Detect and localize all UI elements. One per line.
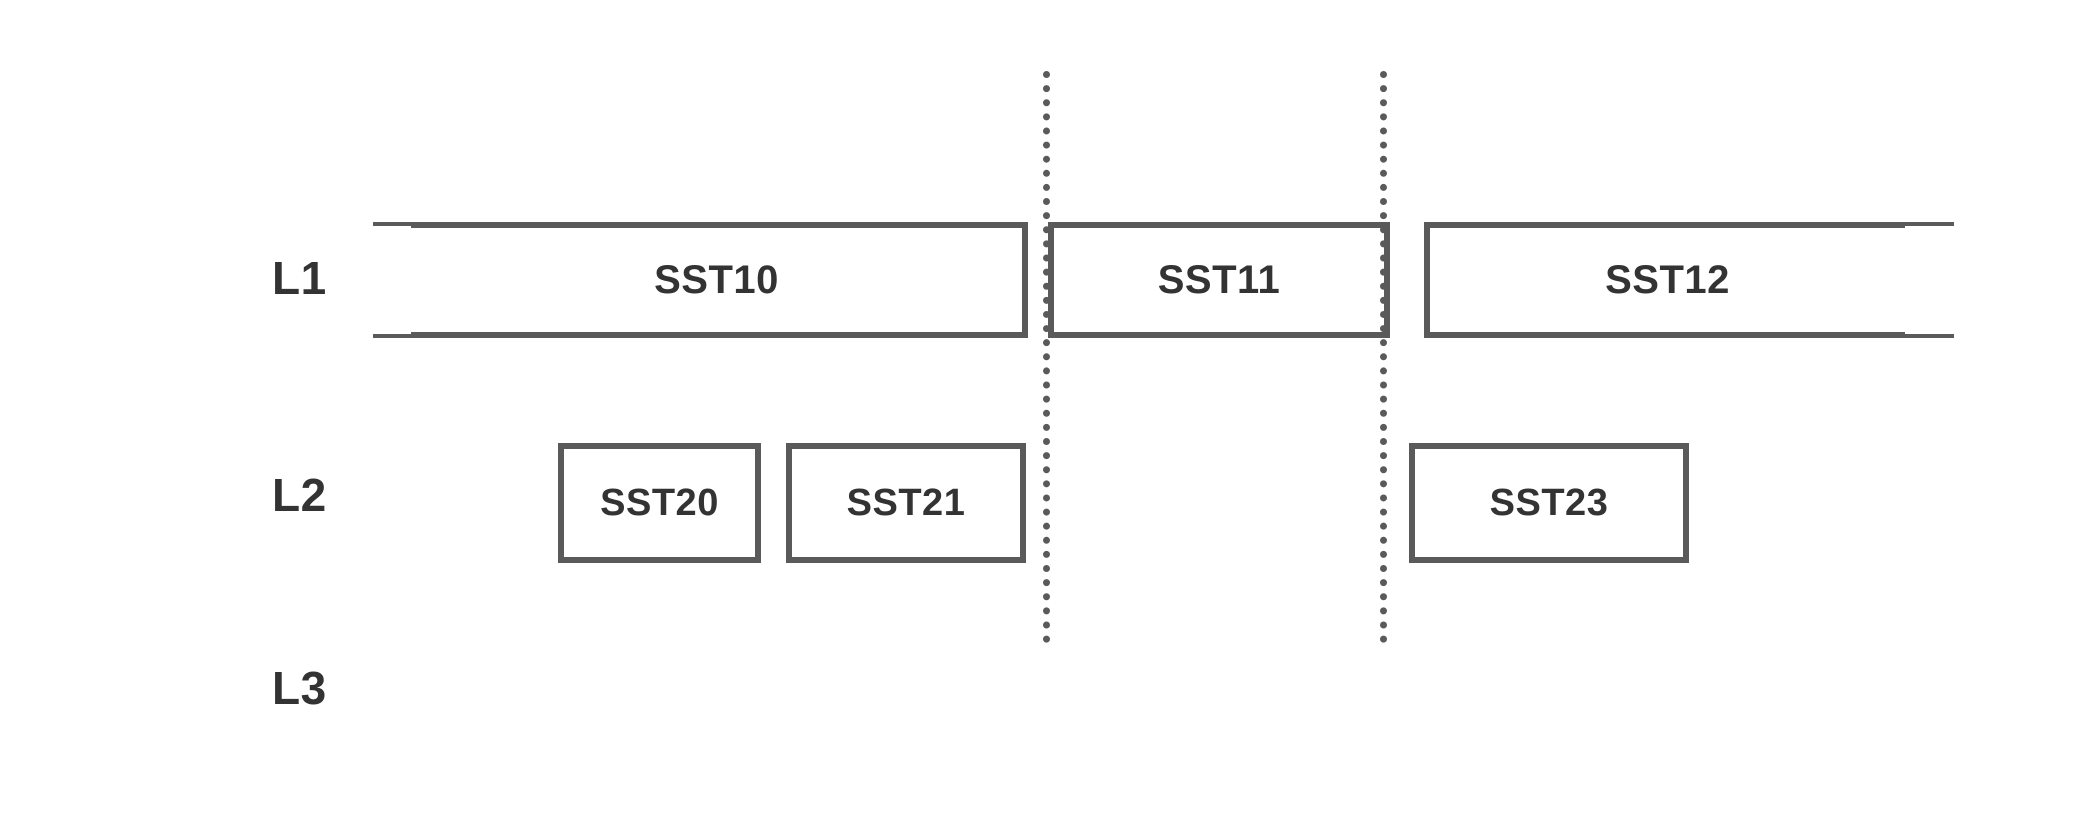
- time-separator-1: [1043, 71, 1050, 643]
- l2-box-label: SST20: [600, 481, 719, 524]
- row-label-l3: L3: [272, 662, 327, 714]
- l2-box-sst20[interactable]: SST20: [558, 443, 761, 563]
- l1-right-overhang-top-line: [1903, 222, 1954, 226]
- l1-right-overhang-bottom-line: [1903, 334, 1954, 338]
- l1-left-overhang-bottom-line: [373, 334, 415, 338]
- l1-segment-label: SST11: [1157, 257, 1281, 302]
- l1-segment-sst12[interactable]: SST12: [1424, 222, 1905, 338]
- l1-segment-label: SST10: [654, 257, 779, 302]
- row-label-l1: L1: [272, 252, 327, 304]
- l1-segment-sst11[interactable]: SST11: [1048, 222, 1390, 338]
- l2-box-sst23[interactable]: SST23: [1409, 443, 1689, 563]
- l1-segment-label: SST12: [1605, 257, 1730, 302]
- l2-box-label: SST21: [846, 481, 966, 524]
- l2-box-label: SST23: [1489, 481, 1609, 524]
- l1-segment-sst10[interactable]: SST10: [411, 222, 1028, 338]
- time-separator-2: [1380, 71, 1387, 643]
- l2-box-sst21[interactable]: SST21: [786, 443, 1026, 563]
- l1-left-overhang-top-line: [373, 222, 415, 226]
- row-label-l2: L2: [272, 469, 327, 521]
